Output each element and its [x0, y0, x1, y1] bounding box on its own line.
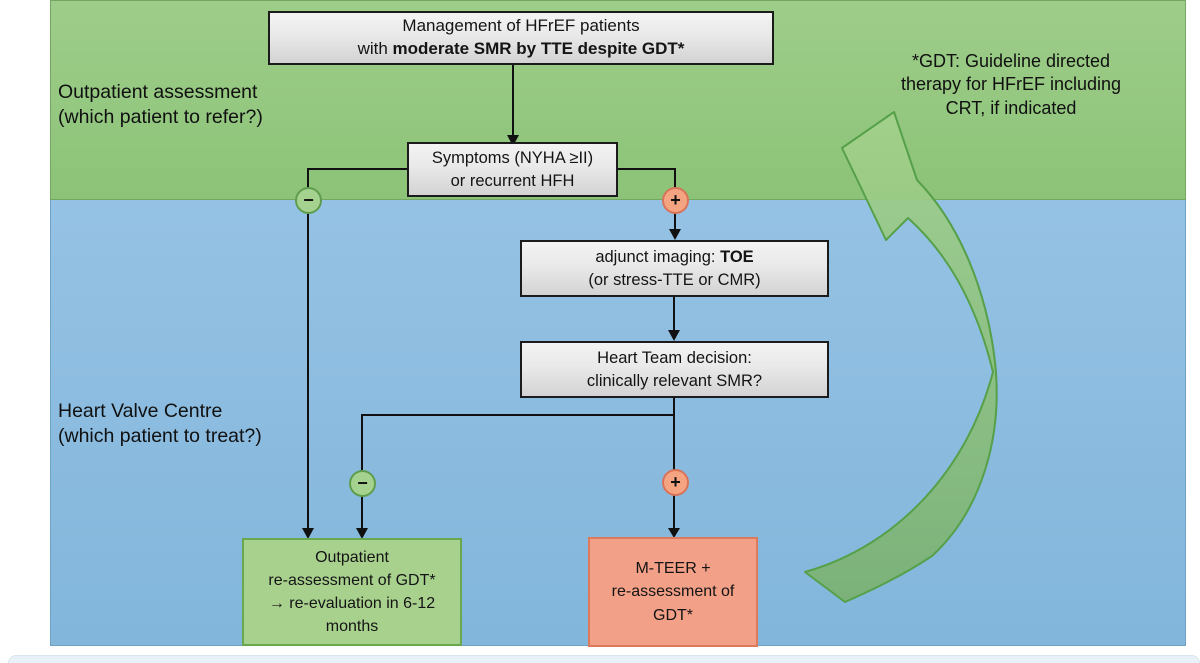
symptoms-box: Symptoms (NYHA ≥II) or recurrent HFH	[407, 142, 618, 197]
symptoms-line1: Symptoms (NYHA ≥II)	[431, 149, 594, 168]
plus-sign-heartteam: +	[662, 469, 689, 496]
adjunct-line2: (or stress-TTE or CMR)	[588, 270, 761, 289]
adjunct-imaging-box: adjunct imaging: TOE (or stress-TTE or C…	[520, 240, 829, 297]
symptoms-line2: or recurrent HFH	[450, 171, 575, 190]
minus-sign-heartteam: −	[349, 470, 376, 497]
title-line1: Management of HFrEF patients	[402, 16, 640, 36]
title-line2: with moderate SMR by TTE despite GDT*	[357, 39, 685, 58]
plus-sign-symptoms: +	[662, 187, 689, 214]
title-box: Management of HFrEF patients with modera…	[268, 11, 774, 65]
heartteam-line2: clinically relevant SMR?	[586, 371, 763, 390]
heartteam-line1: Heart Team decision:	[597, 349, 752, 368]
outpatient-region-label: Outpatient assessment (which patient to …	[58, 81, 263, 128]
outcome-outpatient-reassessment-box: Outpatient re-assessment of GDT* → re-ev…	[242, 538, 462, 646]
heart-team-decision-box: Heart Team decision: clinically relevant…	[520, 341, 829, 398]
page-below-strip	[8, 655, 1200, 663]
minus-sign-symptoms: −	[295, 187, 322, 214]
outcome-mteer-box: M-TEER + re-assessment of GDT*	[588, 537, 758, 647]
adjunct-line1: adjunct imaging: TOE	[595, 248, 754, 267]
heart-valve-centre-region-label: Heart Valve Centre (which patient to tre…	[58, 400, 262, 447]
gdt-footnote: *GDT: Guideline directed therapy for HFr…	[900, 51, 1122, 118]
